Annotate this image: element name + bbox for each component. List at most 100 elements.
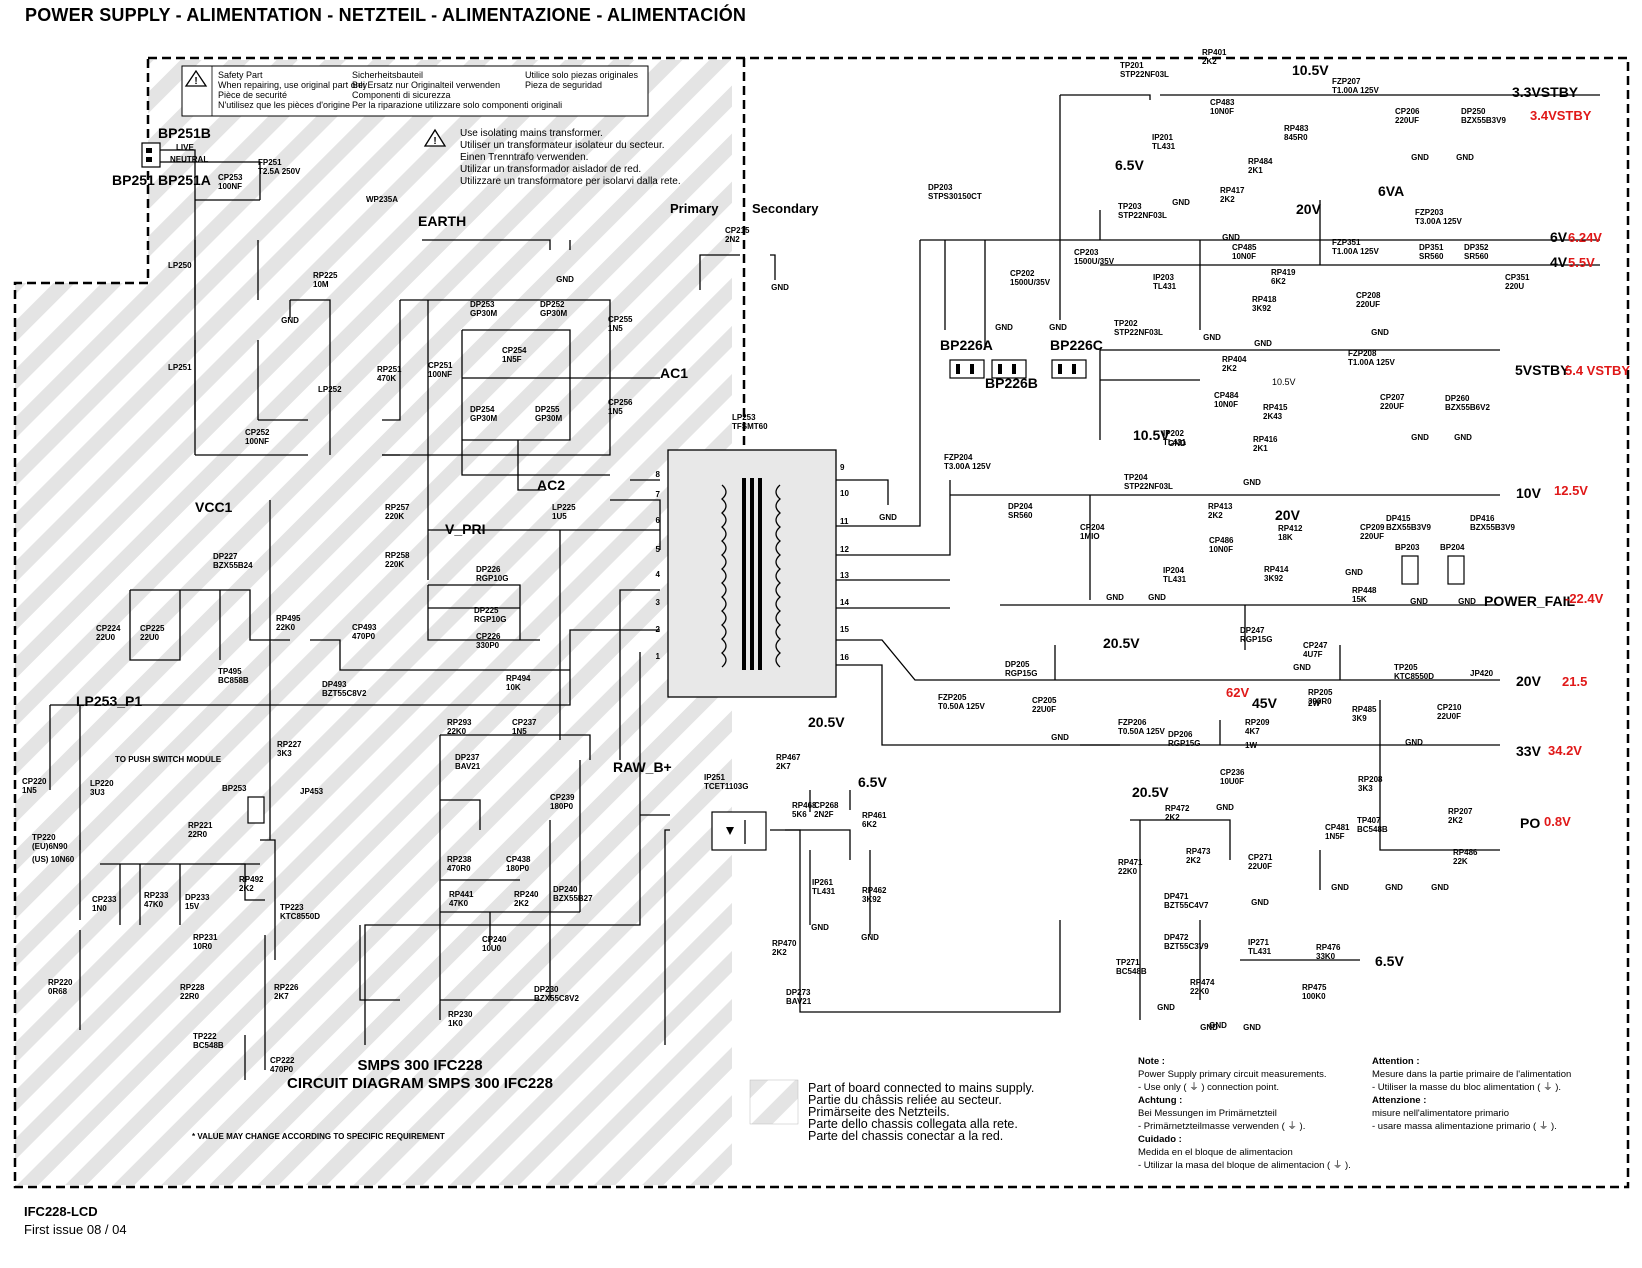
component-ref-label: CP483 [1210,98,1235,107]
transformer-pin-label: 15 [840,625,849,634]
component-ref-label: RP240 [514,890,539,899]
component-value-label: 2K2 [1222,364,1237,373]
component-value-label: 10N0F [1214,400,1238,409]
component-ref-label: FZP208 [1348,349,1377,358]
ground-symbol: GND [1157,1003,1175,1012]
component-ref-label: DP415 [1386,514,1411,523]
component-ref-label: CP222 [270,1056,295,1065]
component-ref-label: CP247 [1303,641,1328,650]
component-ref-label: RP230 [448,1010,473,1019]
component-value-label: T0.50A 125V [938,702,986,711]
net-label-powerfail: POWER_FAIL [1484,593,1575,609]
component-ref-label: RP415 [1263,403,1288,412]
component-ref-label: LP253 [732,413,756,422]
safety-note-text: When repairing, use original part only [218,80,368,90]
component-value-label: T1.00A 125V [1332,86,1380,95]
component-value-label: 220UF [1380,402,1404,411]
component-value-label: STPS30150CT [928,192,982,201]
component-ref-label: WP235A [366,195,398,204]
component-value-label: 15K [1352,595,1367,604]
component-value-label: 47K0 [449,899,469,908]
component-ref-label: RP441 [449,890,474,899]
component-ref-label: RP474 [1190,978,1215,987]
connector-label-bp253: BP253 [222,784,247,793]
note-text: misure nell'alimentatore primario [1372,1108,1509,1119]
component-value-label: SR560 [1419,252,1444,261]
component-value-label: 15V [185,902,200,911]
component-ref-label: TP220 [32,833,56,842]
component-ref-label: RP417 [1220,186,1245,195]
note-text: - Primärnetzteilmasse verwenden ( ⏚ ). [1138,1121,1305,1132]
component-ref-label: RP485 [1352,705,1377,714]
net-label-po_m: 0.8V [1544,814,1571,829]
component-ref-label: IP201 [1152,133,1173,142]
component-ref-label: RP404 [1222,355,1247,364]
note-text: Bei Messungen im Primärnetzteil [1138,1108,1277,1119]
component-value-label: BZX55B3V9 [1470,523,1515,532]
ground-symbol: GND [1243,478,1261,487]
net-label-v5stby_m: 5.4 VSTBY [1565,363,1630,378]
net-label-v20a: 20V [1296,201,1322,217]
component-ref-label: RP419 [1271,268,1296,277]
component-value-label: 100NF [218,182,242,191]
component-ref-label: RP226 [274,983,299,992]
net-label-ac1: AC1 [660,365,688,381]
primary-wiring [49,149,776,1080]
component-value-label: BZX55B24 [213,561,253,570]
component-ref-label: CP268 [814,801,839,810]
ground-symbol: GND [1411,153,1429,162]
component-value-label: TL431 [1248,947,1272,956]
component-ref-label: LP251 [168,363,192,372]
component-ref-label: DP233 [185,893,210,902]
component-ref-label: TP495 [218,667,242,676]
component-ref-label: DP225 [474,606,499,615]
transformer-pin-label: 3 [656,598,661,607]
ground-symbol: GND [1254,339,1272,348]
component-ref-label: RP483 [1284,124,1309,133]
component-value-label: 470K [377,374,396,383]
ground-symbol: GND [1251,898,1269,907]
component-ref-label: CP205 [1032,696,1057,705]
component-value-label: 1N5F [502,355,522,364]
component-value-label: 1N5 [22,786,37,795]
component-value-label: 2K7 [776,762,791,771]
net-label-v205c: 20.5V [1132,784,1169,800]
transformer-pin-label: 16 [840,653,849,662]
hatch-legend-text: Partie du châssis reliée au secteur. [808,1093,1002,1107]
component-value-label: BZT55C4V7 [1164,901,1209,910]
component-ref-label: CP225 [140,624,165,633]
component-value-label: BC548B [1357,825,1388,834]
component-value-label: RGP15G [1240,635,1272,644]
component-ref-label: CP255 [608,315,633,324]
component-ref-label: FZP207 [1332,77,1361,86]
component-value-label: GP30M [535,414,562,423]
net-label-v33_m: 34.2V [1548,743,1582,758]
component-ref-label: CP226 [476,632,501,641]
component-value-label: 1N5 [608,407,623,416]
component-value-label: TL431 [1163,575,1187,584]
component-ref-label: FZP206 [1118,718,1147,727]
transformer-lp253 [667,449,837,698]
component-value-label: BAV21 [786,997,812,1006]
isolation-note-text: Einen Trenntrafo verwenden. [460,152,588,163]
component-ref-label: IP251 [704,773,725,782]
component-value-label: 2K2 [1186,856,1201,865]
connector-bp203 [1401,555,1419,585]
net-label-ac2: AC2 [537,477,565,493]
component-ref-label: DP254 [470,405,495,414]
component-ref-label: RP209 [1245,718,1270,727]
isolation-note-text: Utilizar un transformador aislador de re… [460,164,641,175]
safety-note-text: Sicherheitsbauteil [352,70,423,80]
component-value-label: 22K [1453,857,1468,866]
component-value-label: 10N0F [1232,252,1256,261]
transformer-pin-label: 1 [656,652,661,661]
component-ref-label: DP472 [1164,933,1189,942]
component-ref-label: CP204 [1080,523,1105,532]
component-value-label: BZX55B6V2 [1445,403,1490,412]
component-value-label: BZX55B3V9 [1461,116,1506,125]
net-label-v65a: 6.5V [1115,157,1144,173]
safety-note-text: Per la riparazione utilizzare solo compo… [352,100,562,110]
component-ref-label: RP471 [1118,858,1143,867]
ground-symbol: GND [1106,593,1124,602]
component-value-label: BC548B [193,1041,224,1050]
